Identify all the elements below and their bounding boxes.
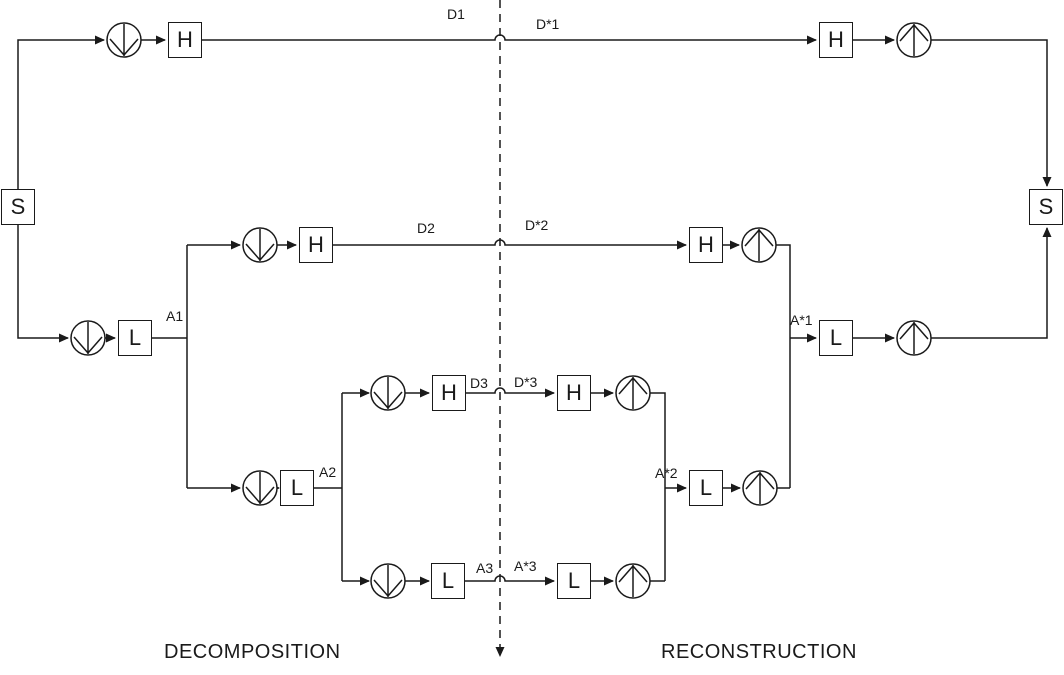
upsample-icon — [741, 227, 777, 263]
downsample-icon — [370, 563, 406, 599]
signal-label-d2: D2 — [417, 220, 435, 236]
samplers — [70, 22, 932, 599]
downsample-icon — [106, 22, 142, 58]
signal-label-a1-rec: A*1 — [790, 312, 813, 328]
downsample-icon — [70, 320, 106, 356]
source-block-right: S — [1029, 189, 1063, 225]
highpass-block-rec-1: H — [819, 22, 853, 58]
signal-label-d3: D3 — [470, 375, 488, 391]
lowpass-block-dec-3: L — [431, 563, 465, 599]
upsample-icon — [615, 563, 651, 599]
lowpass-block-dec-2: L — [280, 470, 314, 506]
signal-label-a2: A2 — [319, 464, 337, 480]
highpass-block-dec-2: H — [299, 227, 333, 263]
highpass-block-rec-2: H — [689, 227, 723, 263]
upsample-icon — [896, 320, 932, 356]
signal-label-a3: A3 — [476, 560, 494, 576]
signal-label-d3-rec: D*3 — [514, 374, 538, 390]
signal-label-a3-rec: A*3 — [514, 558, 537, 574]
signal-label-d2-rec: D*2 — [525, 217, 549, 233]
connector-lines — [17, 34, 1052, 586]
signal-label-a2-rec: A*2 — [655, 465, 678, 481]
upsample-icon — [896, 22, 932, 58]
signal-label-a1: A1 — [166, 308, 184, 324]
downsample-icon — [242, 227, 278, 263]
lowpass-block-rec-3: L — [557, 563, 591, 599]
section-title-decomposition: DECOMPOSITION — [164, 641, 341, 663]
downsample-icon — [370, 375, 406, 411]
highpass-block-rec-3: H — [557, 375, 591, 411]
upsample-icon — [615, 375, 651, 411]
highpass-block-dec-1: H — [168, 22, 202, 58]
signal-label-d1-rec: D*1 — [536, 16, 560, 32]
lowpass-block-rec-1: L — [819, 320, 853, 356]
downsample-icon — [242, 470, 278, 506]
lowpass-block-rec-2: L — [689, 470, 723, 506]
source-block-left: S — [1, 189, 35, 225]
lowpass-block-dec-1: L — [118, 320, 152, 356]
section-title-reconstruction: RECONSTRUCTION — [661, 641, 857, 663]
upsample-icon — [742, 470, 778, 506]
highpass-block-dec-3: H — [432, 375, 466, 411]
signal-label-d1: D1 — [447, 6, 465, 22]
